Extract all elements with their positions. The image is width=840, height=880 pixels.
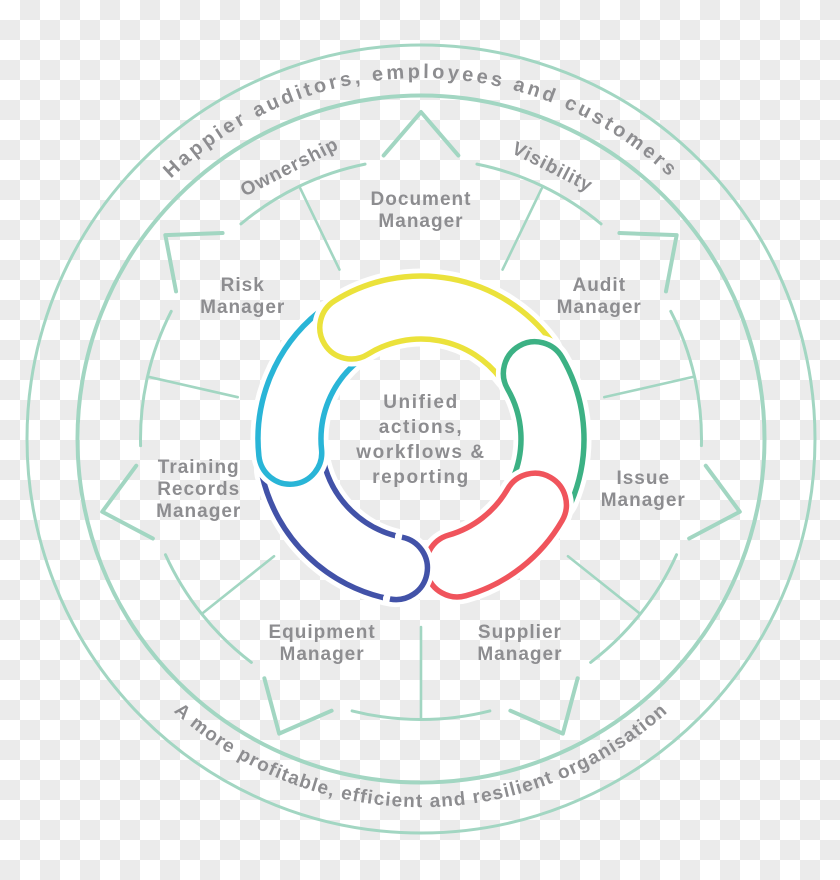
center-label: Unified actions, workflows & reporting: [356, 390, 486, 490]
outward-arrow-icon: [381, 110, 461, 158]
sector-circle-arc: [475, 162, 603, 226]
top-arc-text: Happier auditors, employees and customer…: [159, 61, 683, 182]
outward-arrow-icon: [617, 231, 679, 294]
sector-circle-arc: [350, 709, 492, 722]
sector-circle-arcs: [139, 162, 703, 722]
top-arc-text-path: Happier auditors, employees and customer…: [159, 61, 679, 182]
sector-label-line: Risk: [220, 274, 265, 296]
sector-label-line: Document: [370, 189, 472, 210]
center-label-line: Unified: [383, 392, 459, 413]
sector-label-line: Manager: [200, 296, 286, 318]
sector-label-line: Manager: [477, 644, 563, 666]
outward-arrow-icon: [163, 231, 225, 294]
sector-circle-arc: [163, 553, 253, 664]
sector-label-line: Equipment: [268, 622, 376, 644]
sector-label-line: Issue: [616, 467, 671, 489]
sector-circle-arc: [589, 553, 679, 664]
outward-arrow-icon: [508, 676, 580, 736]
sector-spoke: [147, 375, 240, 399]
outward-arrows: [100, 110, 742, 736]
sector-label-line: Manager: [600, 489, 686, 511]
sector-label-line: Records: [157, 478, 241, 500]
outward-arrow-icon: [687, 463, 742, 541]
sector-circle-arc: [139, 309, 173, 448]
outward-arrow-icon: [100, 463, 155, 541]
second-circle: [75, 93, 767, 785]
center-label-line: workflows &: [356, 442, 486, 463]
outer-circle: [25, 43, 817, 835]
ring-segment-cap-blue: [389, 534, 431, 603]
sector-circle-arc: [669, 309, 703, 448]
sector-spoke: [298, 186, 341, 271]
sector-spoke: [602, 375, 695, 399]
sector-spoke: [501, 186, 544, 271]
sector-circle-arc: [239, 162, 367, 226]
sector-label-line: Manager: [556, 296, 642, 318]
segmented-ring: [250, 268, 592, 608]
sector-label-line: Supplier: [477, 622, 562, 644]
sector-label-line: Manager: [279, 644, 365, 666]
sector-label-line: Manager: [156, 500, 242, 522]
ring-segment-red: [423, 470, 570, 600]
center-label-line: reporting: [372, 467, 470, 488]
sector-spoke: [566, 554, 641, 615]
sector-label-line: Audit: [572, 274, 627, 296]
sector-label-line: Manager: [378, 211, 464, 232]
outer-circles: [25, 43, 817, 835]
outward-arrow-icon: [262, 676, 334, 736]
sector-spokes: [147, 186, 695, 720]
center-label-line: actions,: [378, 417, 464, 438]
sector-label-line: Training: [157, 456, 240, 478]
sector-spoke: [201, 554, 276, 615]
